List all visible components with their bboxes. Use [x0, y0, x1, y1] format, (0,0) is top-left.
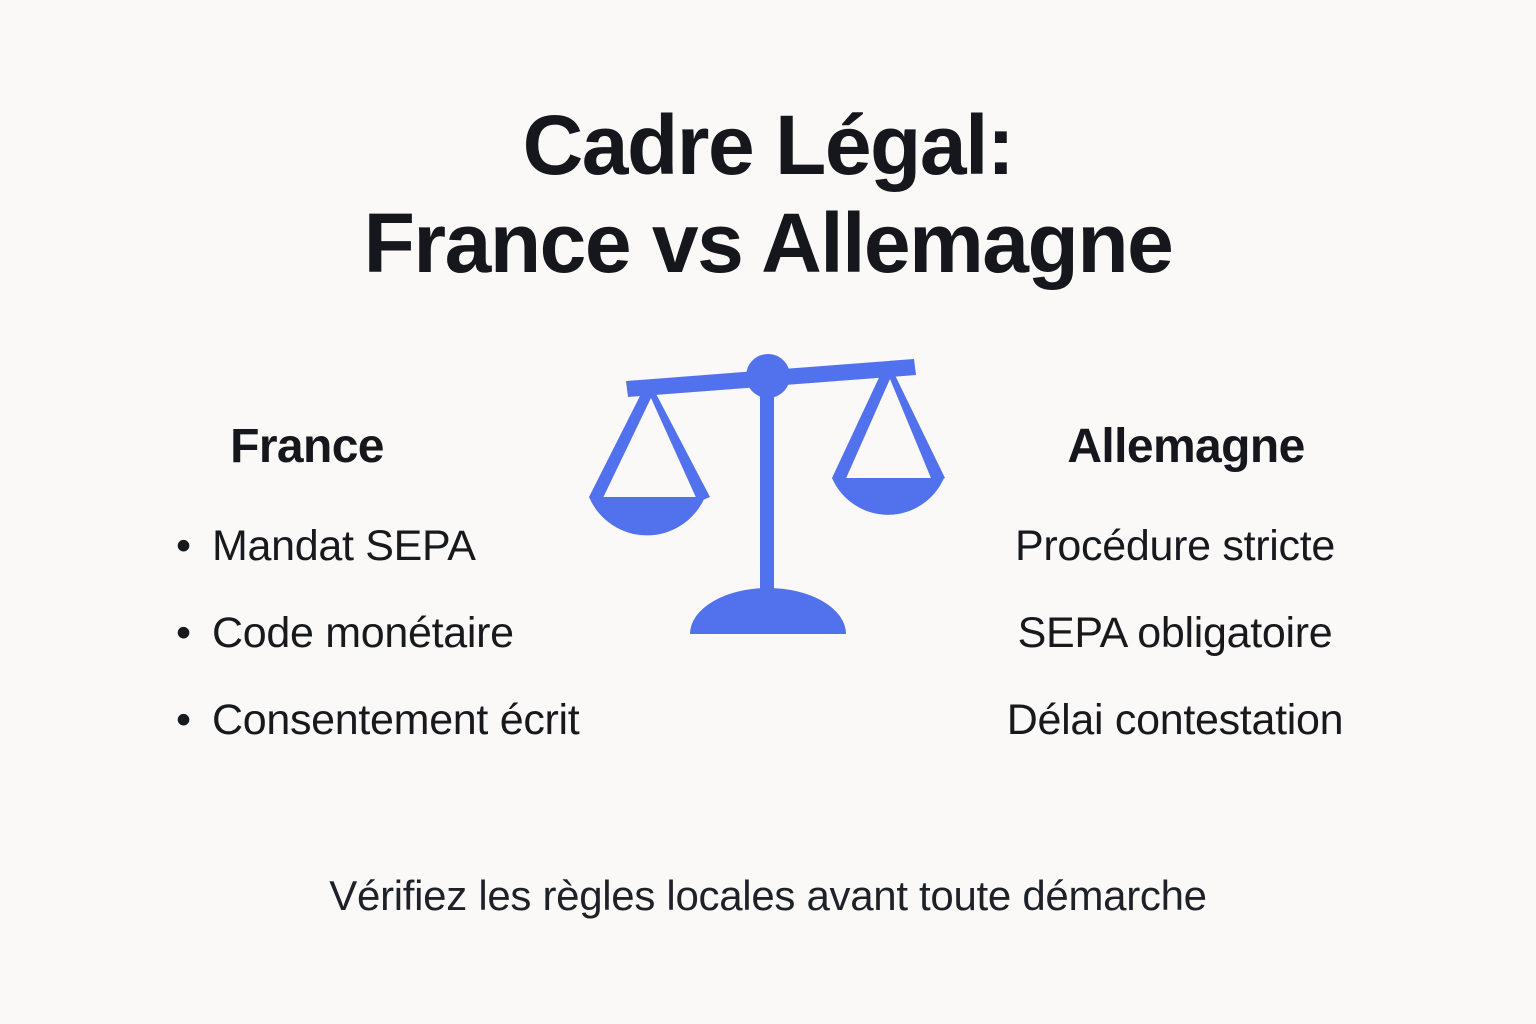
bullet-icon: • [176, 609, 191, 657]
list-item: • Code monétaire [120, 607, 680, 659]
column-allemagne: Allemagne Procédure stricte SEPA obligat… [940, 418, 1410, 781]
scale-post [760, 376, 774, 607]
list-item-label: Délai contestation [1006, 696, 1344, 744]
list-item-label: Code monétaire [212, 609, 514, 657]
footer-caption: Vérifiez les règles locales avant toute … [329, 872, 1207, 919]
column-france: France • Mandat SEPA • Code monétaire • … [120, 418, 680, 781]
list-item-label: Procédure stricte [1015, 522, 1335, 570]
list-item-label: Consentement écrit [212, 696, 580, 744]
balance-scale-icon [578, 352, 958, 644]
list-item: Délai contestation [940, 694, 1410, 746]
list-item: SEPA obligatoire [940, 607, 1410, 659]
list-item: • Consentement écrit [120, 694, 680, 746]
list-item-label: Mandat SEPA [212, 522, 476, 570]
scale-base [690, 588, 846, 634]
scale-left-strings [589, 388, 710, 502]
bullet-icon: • [176, 522, 191, 570]
scale-right-strings [832, 369, 945, 483]
list-item: Procédure stricte [940, 520, 1410, 572]
bullet-icon: • [176, 696, 191, 744]
page-title-line-1: Cadre Légal: [522, 98, 1015, 192]
list-item-label: SEPA obligatoire [1017, 609, 1333, 657]
column-allemagne-list: Procédure stricte SEPA obligatoire Délai… [940, 520, 1410, 746]
column-allemagne-heading: Allemagne [1067, 420, 1305, 473]
scale-right-pan [832, 478, 944, 515]
scale-pivot [746, 354, 790, 398]
list-item: • Mandat SEPA [120, 520, 680, 572]
column-france-heading: France [230, 420, 384, 473]
scale-left-pan [589, 497, 705, 536]
page-title: Cadre Légal: France vs Allemagne [0, 96, 1536, 292]
page-title-line-2: France vs Allemagne [363, 196, 1174, 290]
column-france-list: • Mandat SEPA • Code monétaire • Consent… [120, 520, 680, 746]
